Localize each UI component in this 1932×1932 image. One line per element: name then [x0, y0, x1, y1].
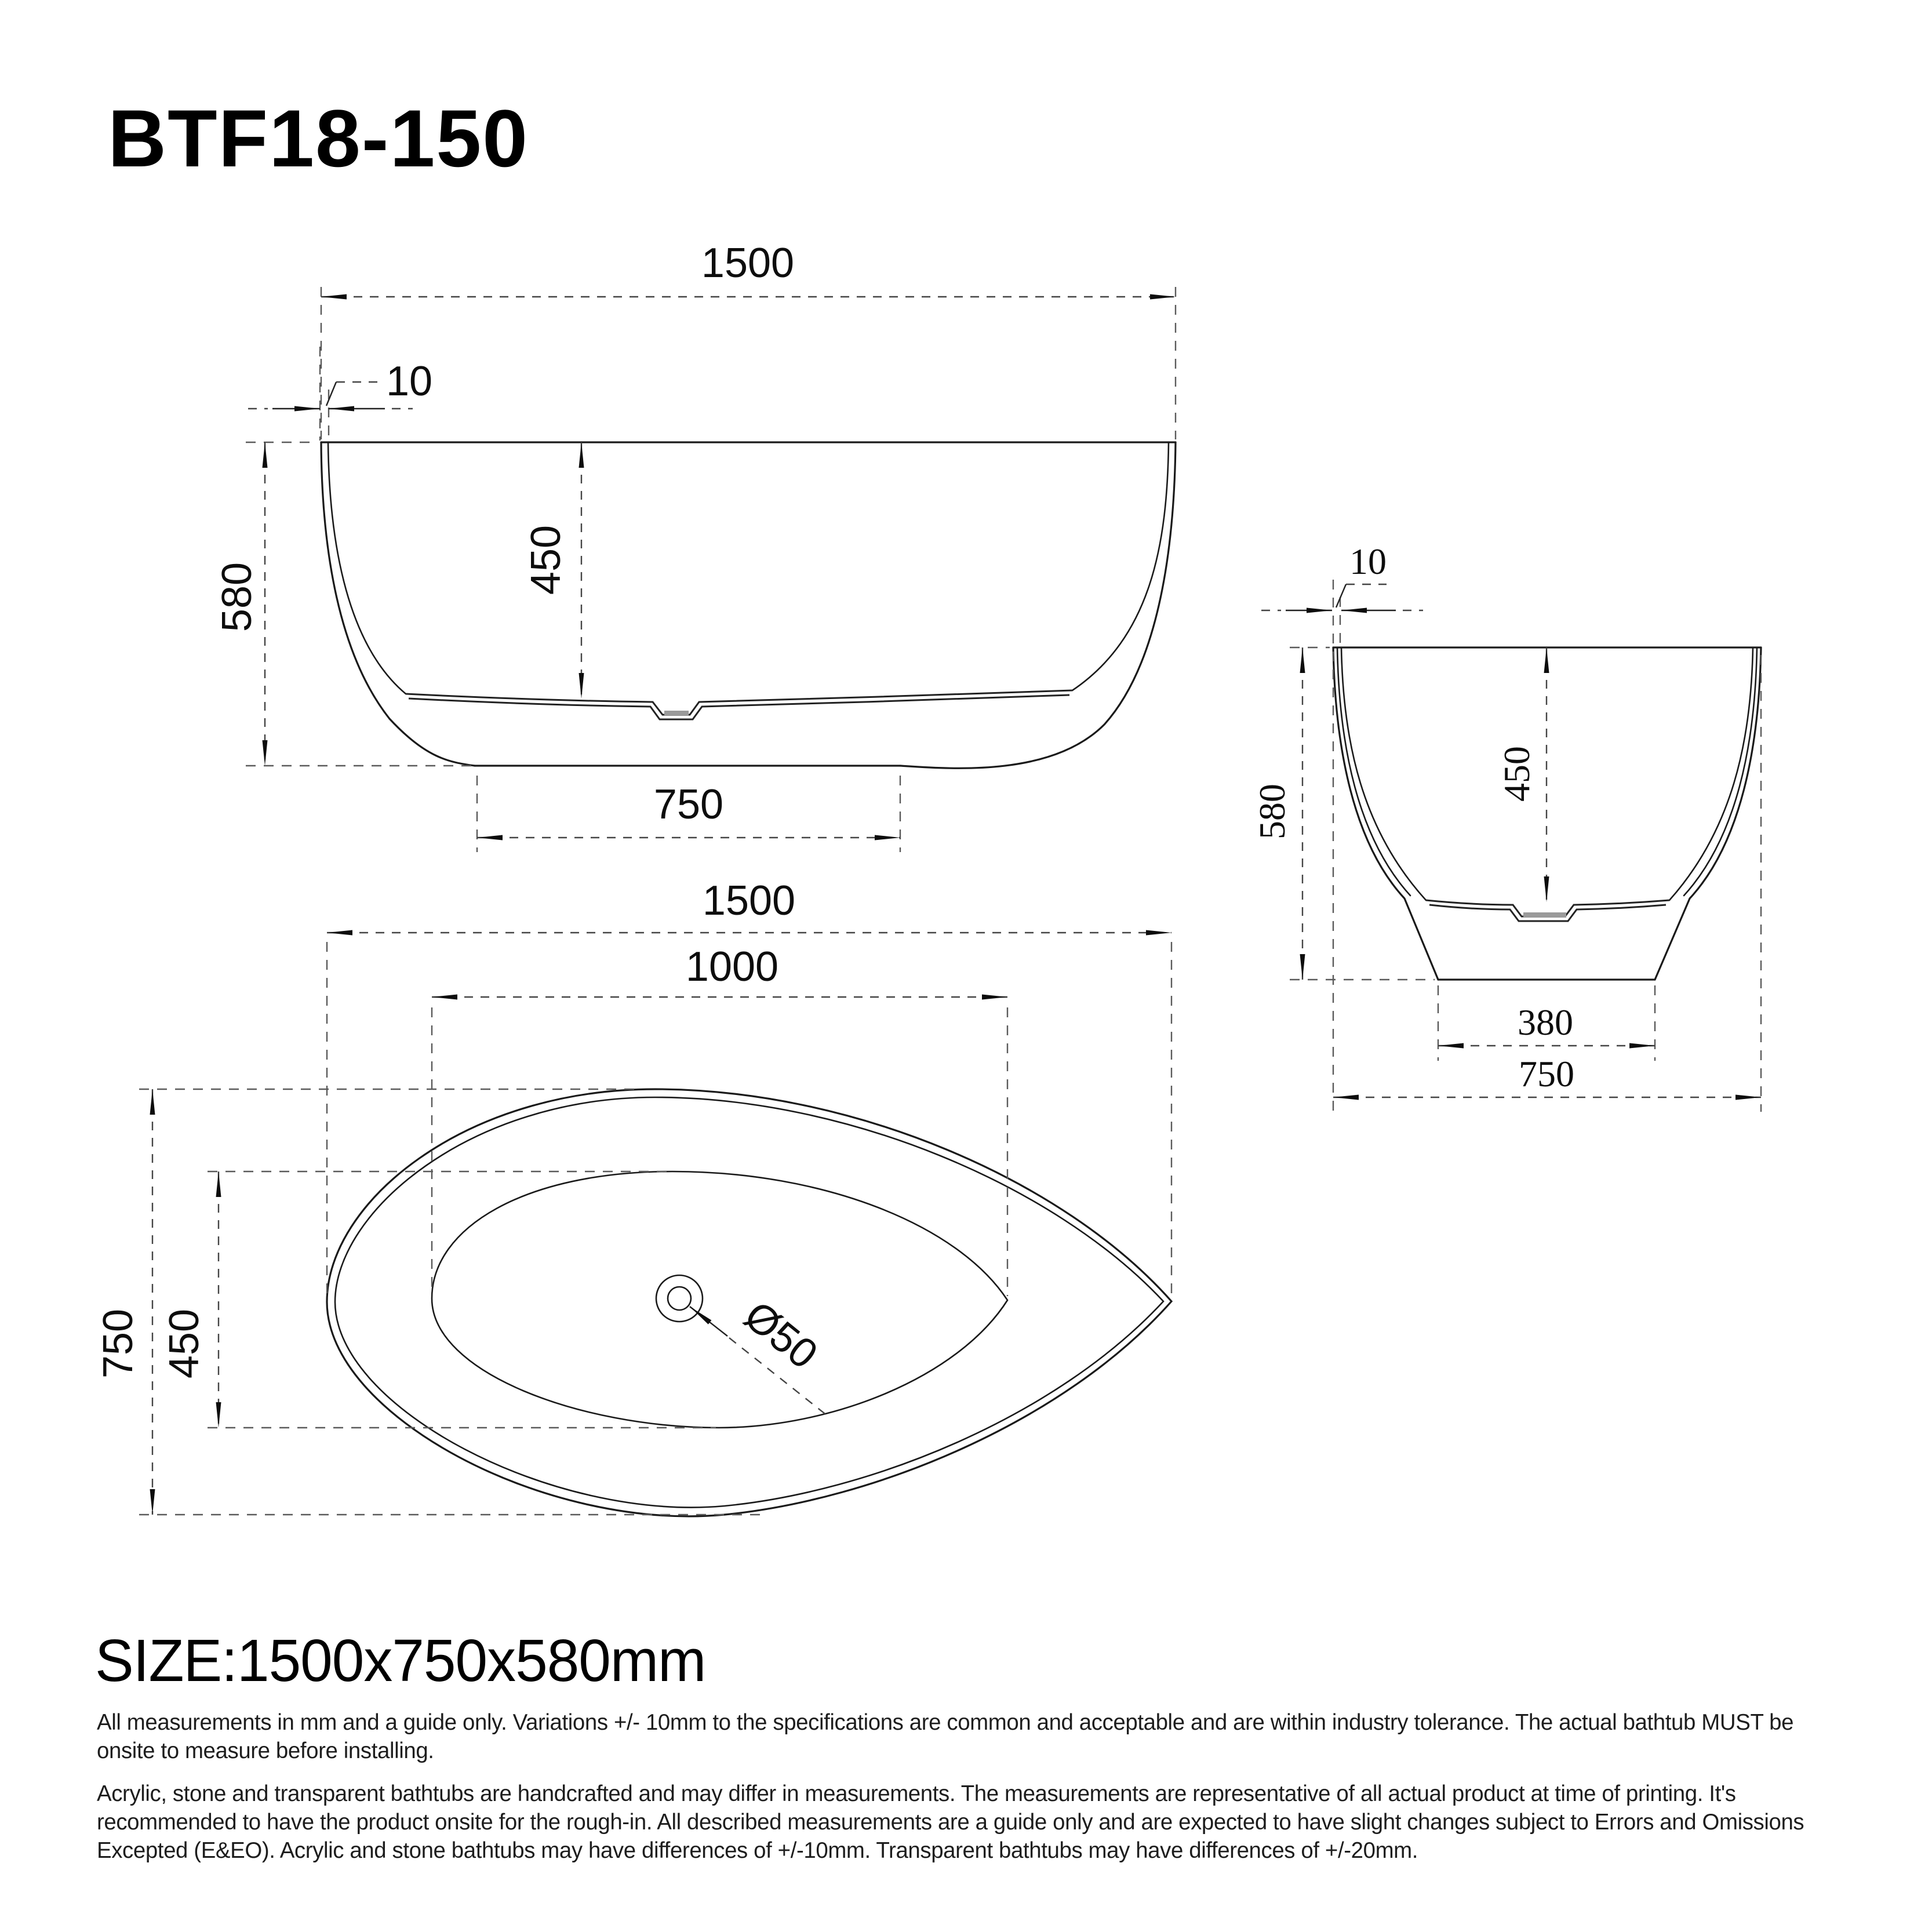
side-inner-wall-right	[1668, 646, 1754, 901]
side-mid-wall-left	[1336, 646, 1411, 897]
side-elevation-view: 10 580 450 380 750	[1251, 541, 1762, 1113]
top-dim-1000-label: 1000	[686, 944, 778, 990]
side-mid-wall-right	[1683, 646, 1758, 897]
side-outer-wall-right	[1654, 646, 1762, 981]
model-number-title: BTF18-150	[108, 93, 529, 184]
top-dim-750-label: 750	[95, 1309, 141, 1378]
top-dim-1500-label: 1500	[703, 878, 795, 924]
top-drain-inner-circle	[667, 1286, 692, 1311]
top-drain-leader-dash	[729, 1337, 831, 1418]
side-outer-wall-left	[1332, 646, 1439, 981]
side-dim-10-label: 10	[1349, 541, 1387, 582]
front-outer-wall-right	[899, 441, 1177, 769]
disclaimer-line: Acrylic, stone and transparent bathtubs …	[97, 1781, 1736, 1806]
disclaimer-line: Excepted (E&EO). Acrylic and stone batht…	[97, 1838, 1418, 1863]
front-floor-inner-line	[408, 694, 1070, 721]
side-inner-wall-left	[1340, 646, 1427, 901]
side-floor-inner-line	[1429, 904, 1667, 922]
side-dim-10-elbow	[1335, 584, 1347, 608]
side-dim-380-label: 380	[1518, 1002, 1573, 1043]
top-dim-450-label: 450	[161, 1309, 208, 1378]
disclaimer-paragraph-2: Acrylic, stone and transparent bathtubs …	[97, 1780, 1842, 1865]
front-elevation-view: 1500 10 580 450 750	[214, 240, 1177, 852]
top-drain-diameter-label: Ø50	[736, 1292, 826, 1378]
front-inner-wall-left	[327, 441, 407, 695]
front-dim-580-label: 580	[214, 562, 260, 632]
front-dim-450-label: 450	[523, 525, 569, 595]
front-inner-wall-right	[1071, 441, 1170, 692]
disclaimer-line: recommended to have the product onsite f…	[97, 1810, 1804, 1835]
front-dim-10-elbow	[325, 381, 337, 406]
front-floor-line	[405, 689, 1073, 716]
front-dim-10-label: 10	[386, 358, 432, 405]
disclaimer-line: All measurements in mm and a guide only.…	[97, 1710, 1794, 1735]
top-drain-leader-arrow	[689, 1306, 728, 1337]
side-dim-750-label: 750	[1519, 1053, 1574, 1094]
side-dim-580-label: 580	[1251, 784, 1293, 839]
top-basin-outline	[431, 1170, 1009, 1429]
front-dim-750-label: 750	[654, 781, 723, 828]
side-dim-450-label: 450	[1496, 746, 1537, 802]
side-drain-notch	[1523, 912, 1566, 918]
disclaimer-paragraph-1: All measurements in mm and a guide only.…	[97, 1708, 1842, 1765]
front-outer-wall-left	[320, 441, 476, 767]
overall-size-label: SIZE:1500x750x580mm	[95, 1627, 706, 1694]
top-plan-view: Ø50 1500 1000 750 450	[95, 878, 1173, 1518]
top-outer-rim	[326, 1088, 1173, 1518]
front-drain-notch	[664, 711, 689, 715]
front-dim-1500-label: 1500	[701, 240, 794, 286]
top-inner-rim	[334, 1096, 1165, 1508]
disclaimer-line: onsite to measure before installing.	[97, 1738, 434, 1763]
top-drain-outer-circle	[655, 1274, 704, 1323]
